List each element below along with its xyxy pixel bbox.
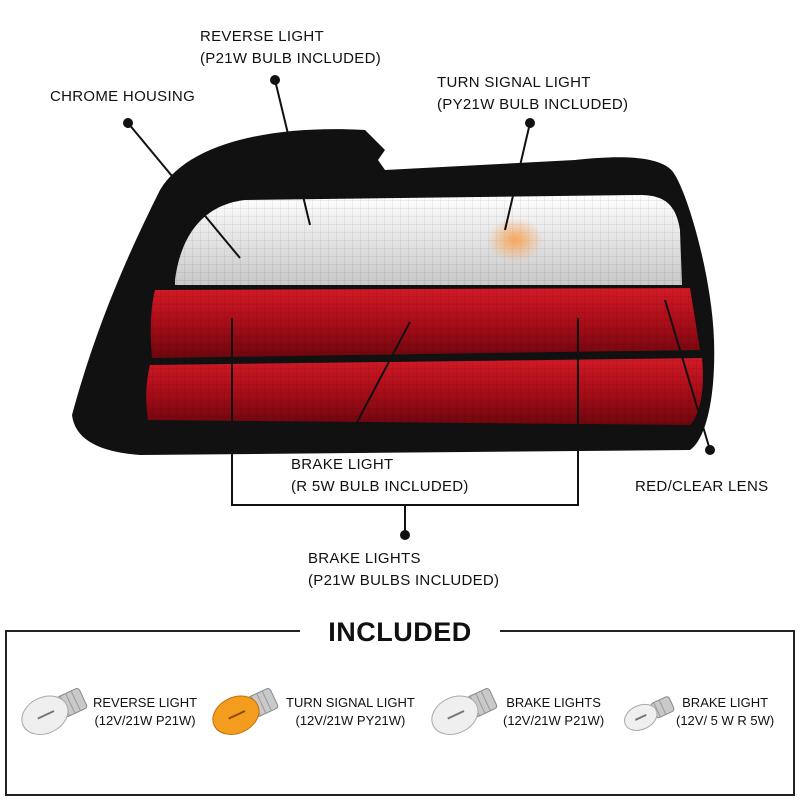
bulb-brake-label: BRAKE LIGHT (12V/ 5 W R 5W) [676, 694, 774, 730]
reverse-pointer-line [274, 79, 311, 226]
callout-chrome-housing: CHROME HOUSING [50, 86, 195, 108]
callout-reverse-title: REVERSE LIGHT [200, 28, 324, 45]
callout-reverse-note: (P21W BULB INCLUDED) [200, 50, 382, 67]
callout-brake-light: BRAKE LIGHT (R 5W BULB INCLUDED) [291, 454, 469, 498]
bulb-brake-spec: (12V/ 5 W R 5W) [676, 713, 775, 728]
small-clear-bulb-icon [624, 696, 675, 731]
tail-light-diagram [72, 75, 715, 540]
bulb-brakes-label: BRAKE LIGHTS (12V/21W P21W) [503, 694, 604, 730]
callout-brake-lights-title: BRAKE LIGHTS [308, 550, 421, 567]
bulb-brake-name: BRAKE LIGHT [682, 695, 769, 710]
turn-pointer-line [504, 122, 531, 231]
included-title: INCLUDED [300, 612, 500, 652]
lens-pointer-line [664, 299, 711, 451]
red-lens-texture [148, 288, 704, 428]
callout-red-clear-lens: RED/CLEAR LENS [635, 476, 768, 498]
amber-bulb-icon [212, 687, 279, 735]
callout-brake-lights: BRAKE LIGHTS (P21W BULBS INCLUDED) [308, 548, 499, 592]
callout-reverse-light: REVERSE LIGHT (P21W BULB INCLUDED) [200, 26, 381, 70]
brake-lights-dot [400, 530, 410, 540]
callout-turn-title: TURN SIGNAL LIGHT [437, 74, 591, 91]
chrome-pointer-line [127, 122, 241, 259]
bulb-reverse-spec: (12V/21W P21W) [94, 713, 196, 728]
brake-pointer-dot [340, 440, 350, 450]
callout-turn-note: (PY21W BULB INCLUDED) [437, 96, 629, 113]
bulb-turn-name: TURN SIGNAL LIGHT [286, 695, 415, 710]
clear-bulb-icon [21, 687, 88, 735]
chrome-pointer-dot [123, 118, 133, 128]
bulb-reverse-name: REVERSE LIGHT [93, 695, 198, 710]
bulb-brakes-spec: (12V/21W P21W) [503, 713, 605, 728]
bulb-brakes-name: BRAKE LIGHTS [506, 695, 601, 710]
brake-pointer-line [344, 321, 411, 446]
callout-turn-signal: TURN SIGNAL LIGHT (PY21W BULB INCLUDED) [437, 72, 628, 116]
reverse-pointer-dot [270, 75, 280, 85]
callout-brake-title: BRAKE LIGHT [291, 456, 394, 473]
clear-lens-texture [175, 195, 685, 287]
callout-brake-note: (R 5W BULB INCLUDED) [291, 478, 469, 495]
lens-pointer-dot [705, 445, 715, 455]
bulb-turn-label: TURN SIGNAL LIGHT (12V/21W PY21W) [286, 694, 415, 730]
clear-bulb-icon [431, 687, 498, 735]
amber-reflector [487, 218, 543, 262]
callout-chrome-title: CHROME HOUSING [50, 88, 196, 105]
bulb-reverse-label: REVERSE LIGHT (12V/21W P21W) [93, 694, 197, 730]
callout-lens-title: RED/CLEAR LENS [635, 478, 769, 495]
turn-pointer-dot [525, 118, 535, 128]
bulb-turn-spec: (12V/21W PY21W) [295, 713, 406, 728]
callout-brake-lights-note: (P21W BULBS INCLUDED) [308, 572, 500, 589]
